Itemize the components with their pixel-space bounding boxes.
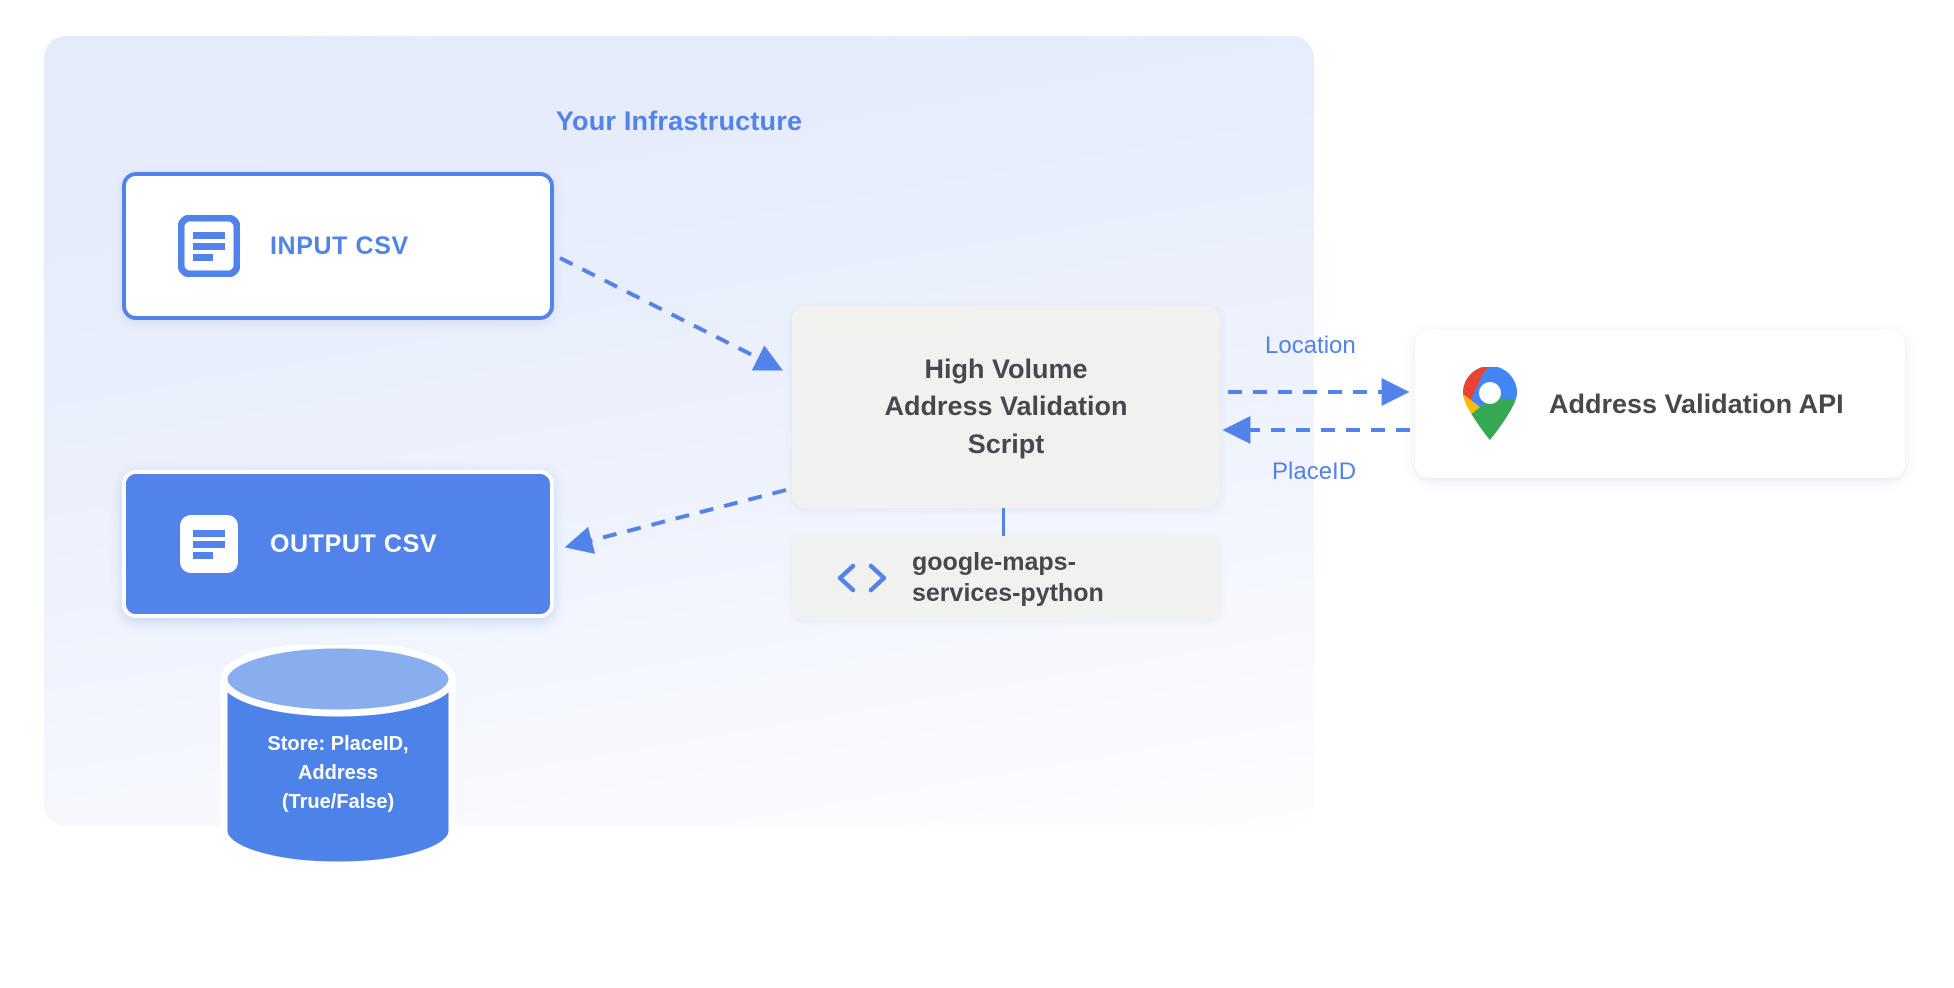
edge-label-placeid: PlaceID	[1272, 458, 1357, 485]
node-label-output-csv: OUTPUT CSV	[270, 529, 438, 558]
script-line-1: High Volume	[924, 353, 1088, 384]
node-label-address-validation-api: Address Validation API	[1549, 388, 1844, 419]
node-input-csv[interactable]: INPUT CSV	[122, 172, 554, 320]
google-maps-pin-icon	[1463, 367, 1518, 441]
library-line-1: google-maps-	[912, 547, 1076, 576]
document-icon	[178, 215, 240, 277]
node-label-input-csv: INPUT CSV	[270, 231, 409, 260]
node-validation-script[interactable]: High Volume Address Validation Script	[792, 306, 1220, 508]
document-icon	[180, 515, 238, 573]
panel-title: Your Infrastructure	[555, 106, 803, 136]
edge-label-location: Location	[1265, 332, 1356, 359]
node-google-maps-services-python[interactable]: google-maps- services-python	[792, 536, 1220, 620]
script-line-2: Address Validation	[884, 391, 1128, 422]
library-line-2: services-python	[912, 579, 1104, 607]
database-cylinder-icon[interactable]	[218, 645, 458, 865]
node-output-csv[interactable]: OUTPUT CSV	[122, 470, 554, 618]
node-address-validation-api[interactable]: Address Validation API	[1415, 330, 1905, 478]
script-library-connector	[1002, 508, 1005, 538]
script-line-3: Script	[967, 428, 1045, 459]
code-brackets-icon	[837, 563, 887, 593]
